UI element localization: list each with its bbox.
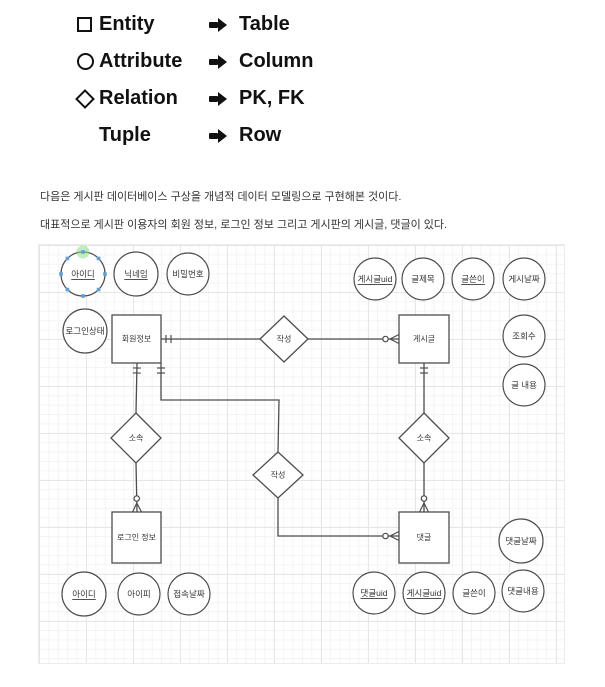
attribute-label: 게시글uid [358,274,393,284]
selection-handle[interactable] [103,272,107,276]
attribute-label: 접속날짜 [173,589,204,599]
right-arrow-icon [209,91,239,106]
selection-handle[interactable] [81,250,85,254]
selection-handle[interactable] [96,287,101,292]
legend-concept: Entity [99,13,155,35]
entity-symbol-icon [77,17,99,32]
entity-node[interactable] [398,314,450,364]
relation-node[interactable] [398,412,450,464]
zero-circle-marker [382,532,389,540]
attribute-node[interactable] [402,571,446,615]
attribute-label: 닉네임 [124,269,147,279]
zero-circle-marker [382,335,389,343]
edge-line[interactable] [160,363,280,453]
right-arrow-icon [209,54,239,69]
attribute-label: 로그인상태 [65,326,104,336]
attribute-node[interactable] [352,571,396,615]
legend-target: Table [239,13,290,35]
zero-circle-marker [420,495,428,502]
relation-label: 소속 [129,434,144,443]
attribute-label: 게시글uid [407,588,442,598]
attribute-node[interactable] [498,518,544,564]
relation-node[interactable] [252,451,304,499]
attribute-node[interactable] [451,257,495,301]
selection-handle[interactable] [65,256,70,261]
legend-target: PK, FK [239,87,305,109]
attribute-node[interactable] [501,569,545,613]
legend-target: Column [239,50,314,72]
relation-node[interactable] [110,412,162,464]
attribute-node[interactable] [353,257,397,301]
right-arrow-icon [209,128,239,143]
crow-foot-marker [389,535,400,542]
attribute-label: 게시날짜 [508,274,539,284]
entity-label: 로그인 정보 [117,532,156,542]
entity-node[interactable] [111,314,162,364]
attribute-label: 글쓴이 [461,274,484,284]
legend-concept: Relation [99,87,178,109]
relation-symbol-icon [75,88,99,109]
zero-circle-marker [133,495,141,502]
crow-foot-marker [136,502,143,513]
relation-label: 작성 [271,470,286,480]
attribute-label: 아이피 [127,589,150,599]
attribute-label: 아이디 [71,269,94,279]
attribute-node[interactable] [62,308,108,354]
legend: Entity Table Attribute Column Relation P… [75,6,314,154]
attribute-node[interactable] [502,363,546,407]
attribute-label: 아이디 [72,589,95,599]
attribute-node[interactable] [502,257,546,301]
description-line-1: 다음은 게시판 데이터베이스 구상을 개념적 데이터 모델링으로 구현해본 것이… [40,191,402,203]
relation-label: 소속 [417,434,432,443]
legend-target: Row [239,124,282,146]
crow-foot-marker [389,338,400,345]
attribute-label: 댓글uid [361,588,388,598]
selection-handle[interactable] [65,287,70,292]
crow-foot-marker [423,502,430,513]
edge-line[interactable] [277,498,399,537]
attribute-node[interactable] [61,571,107,617]
selection-handle[interactable] [81,294,85,298]
attribute-label: 댓글날짜 [505,536,536,546]
attribute-node[interactable] [113,251,159,297]
attribute-label: 글 내용 [511,380,537,390]
attribute-node[interactable] [166,252,210,296]
legend-concept: Attribute [99,50,183,72]
attribute-symbol-icon [77,53,99,70]
attribute-label: 글제목 [411,274,435,284]
selection-handle[interactable] [59,272,63,276]
entity-node[interactable] [111,511,162,564]
relation-label: 작성 [277,334,292,344]
crow-foot-marker [389,333,400,340]
attribute-node[interactable] [401,257,445,301]
crow-foot-marker [418,502,425,513]
entity-label: 게시글 [413,334,435,344]
right-arrow-icon [209,17,239,32]
attribute-label: 비밀번호 [172,269,203,279]
description-line-2: 대표적으로 게시판 이용자의 회원 정보, 로그인 정보 그리고 게시판의 게시… [40,219,448,231]
attribute-label: 댓글내용 [507,586,538,596]
entity-node[interactable] [398,511,450,564]
relation-node[interactable] [259,315,309,363]
legend-concept: Tuple [99,124,151,146]
crow-foot-marker [389,530,400,537]
selection-handle[interactable] [96,256,101,261]
attribute-node[interactable] [117,572,161,616]
entity-label: 회원정보 [122,334,151,344]
attribute-node[interactable] [167,572,211,616]
edge-line[interactable] [135,362,138,414]
attribute-label: 글쓴이 [462,588,485,598]
attribute-label: 조회수 [512,331,536,341]
entity-label: 댓글 [417,532,432,542]
attribute-node[interactable] [502,314,546,358]
crow-foot-marker [131,502,138,513]
attribute-node[interactable] [452,571,496,615]
